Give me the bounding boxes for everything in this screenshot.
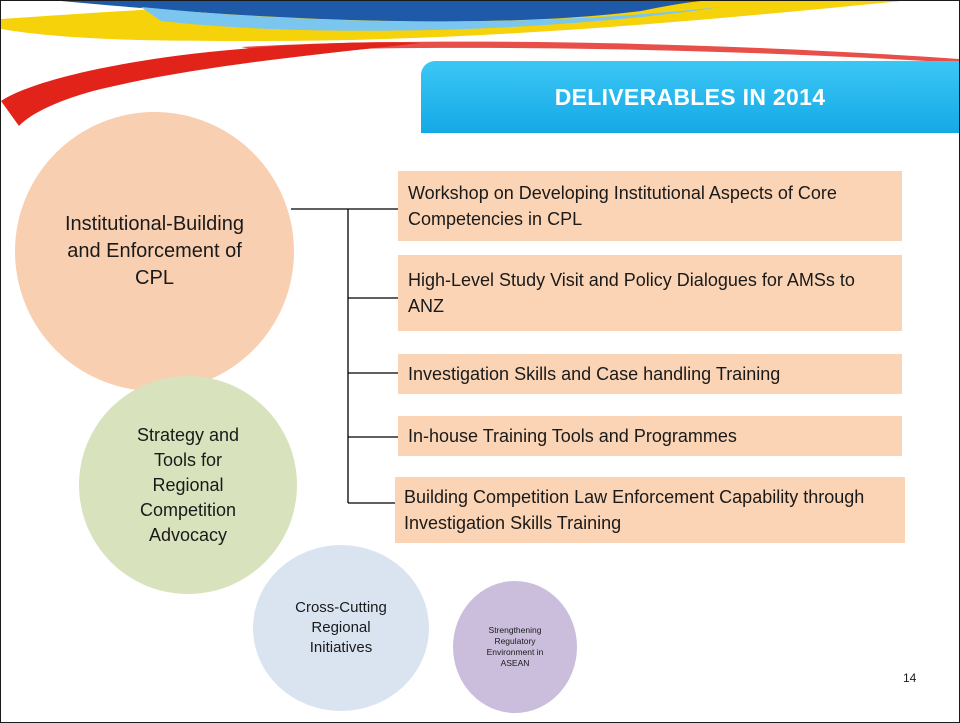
banner-title: DELIVERABLES IN 2014 [554,83,826,110]
deliverable-item: Investigation Skills and Case handling T… [398,354,902,394]
deliverable-label: In-house Training Tools and Programmes [408,426,737,446]
circle-regulatory-environment: Strengthening Regulatory Environment in … [453,581,577,713]
deliverable-label: Investigation Skills and Case handling T… [408,364,781,384]
deliverable-item: Workshop on Developing Institutional Asp… [398,171,902,241]
deliverable-label: Workshop on Developing Institutional Asp… [408,183,837,229]
deliverable-label: Building Competition Law Enforcement Cap… [404,487,865,533]
circle-label: Strengthening Regulatory Environment in … [486,625,544,668]
circle-label: Institutional-Building and Enforcement o… [65,213,244,289]
page-number: 14 [903,671,917,685]
deliverable-label: High-Level Study Visit and Policy Dialog… [408,270,855,316]
circle-label: Cross-Cutting Regional Initiatives [295,599,387,656]
deliverable-item: High-Level Study Visit and Policy Dialog… [398,255,902,331]
deliverables-banner: DELIVERABLES IN 2014 [421,61,959,133]
decorative-swoosh [1,1,959,126]
deliverable-item: Building Competition Law Enforcement Cap… [395,477,905,543]
circle-cross-cutting: Cross-Cutting Regional Initiatives [253,545,429,711]
circle-label: Strategy and Tools for Regional Competit… [136,424,240,545]
circle-strategy-advocacy: Strategy and Tools for Regional Competit… [79,376,297,594]
circle-institutional-building: Institutional-Building and Enforcement o… [15,112,294,391]
deliverable-item: In-house Training Tools and Programmes [398,416,902,456]
